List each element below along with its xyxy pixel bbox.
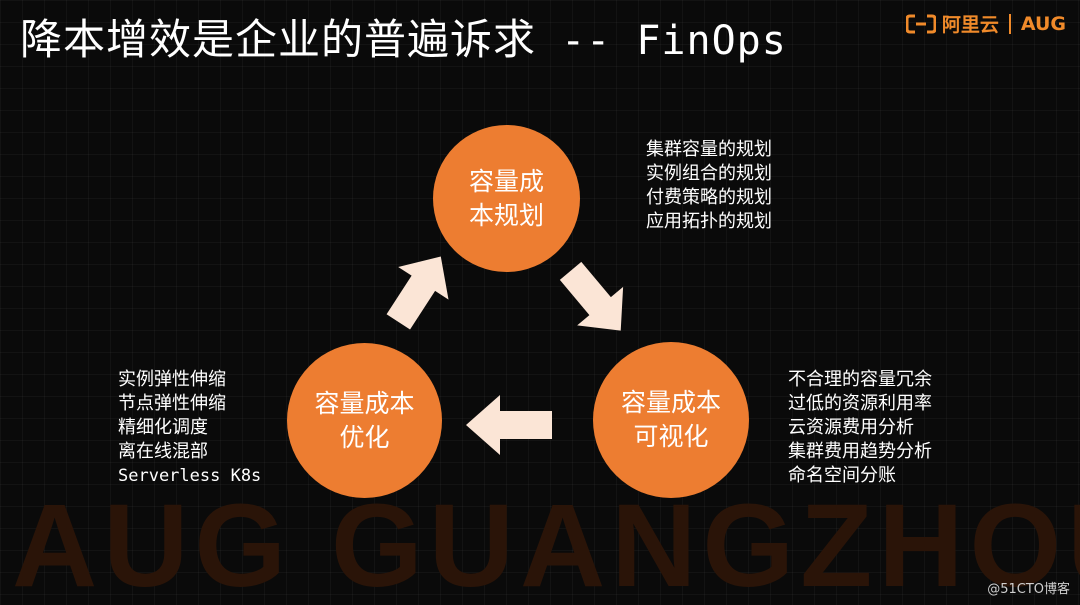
title-main: 降本增效是企业的普遍诉求	[20, 15, 537, 64]
note-item: 过低的资源利用率	[788, 393, 932, 414]
note-item: 离在线混部	[118, 441, 208, 462]
note-item: 节点弹性伸缩	[118, 393, 226, 414]
circle-capacity-optimization: 容量成本 优化	[287, 343, 442, 498]
circle-visual-line1: 容量成本	[620, 388, 721, 417]
logo-tag: AUG	[1020, 12, 1066, 35]
circle-capacity-visualization: 容量成本 可视化	[593, 342, 749, 498]
circle-optimize-line2: 优化	[339, 422, 390, 452]
note-item: 实例弹性伸缩	[118, 369, 226, 390]
title-suffix: -- FinOps	[536, 18, 787, 64]
circle-plan-line1: 容量成	[468, 166, 544, 196]
note-item: 应用拓扑的规划	[646, 211, 772, 232]
note-item: 不合理的容量冗余	[788, 369, 932, 390]
circle-plan-line2: 本规划	[468, 200, 544, 230]
source-credit: @51CTO博客	[987, 582, 1070, 597]
note-item: 命名空间分账	[788, 465, 896, 486]
note-item: 付费策略的规划	[646, 187, 772, 208]
notes-planning: 集群容量的规划 实例组合的规划 付费策略的规划 应用拓扑的规划	[646, 138, 772, 234]
notes-visualization: 不合理的容量冗余 过低的资源利用率 云资源费用分析 集群费用趋势分析 命名空间分…	[788, 368, 932, 488]
arrow-up-right-icon	[386, 256, 449, 330]
note-item: 集群容量的规划	[646, 139, 772, 160]
arrow-down-right-icon	[559, 261, 624, 331]
arrow-left-icon	[466, 395, 552, 455]
watermark-text: AUG GUANGZHOU	[12, 488, 1080, 605]
circle-optimize-line1: 容量成本	[314, 388, 415, 418]
note-item: Serverless K8s	[118, 466, 262, 486]
note-item: 云资源费用分析	[788, 417, 914, 438]
logo-brand: 阿里云	[941, 14, 999, 36]
note-item: 集群费用趋势分析	[788, 441, 932, 462]
logo-divider	[1008, 13, 1011, 34]
notes-optimization: 实例弹性伸缩 节点弹性伸缩 精细化调度 离在线混部 Serverless K8s	[118, 368, 261, 488]
note-item: 实例组合的规划	[646, 163, 772, 184]
brand-logo: 阿里云 AUG	[905, 10, 1066, 37]
note-item: 精细化调度	[118, 417, 208, 438]
alibaba-cloud-logo-icon	[905, 14, 936, 33]
circle-capacity-planning: 容量成 本规划	[433, 125, 580, 272]
slide-title: 降本增效是企业的普遍诉求 -- FinOps	[20, 6, 787, 67]
circle-visual-line2: 可视化	[633, 422, 709, 451]
